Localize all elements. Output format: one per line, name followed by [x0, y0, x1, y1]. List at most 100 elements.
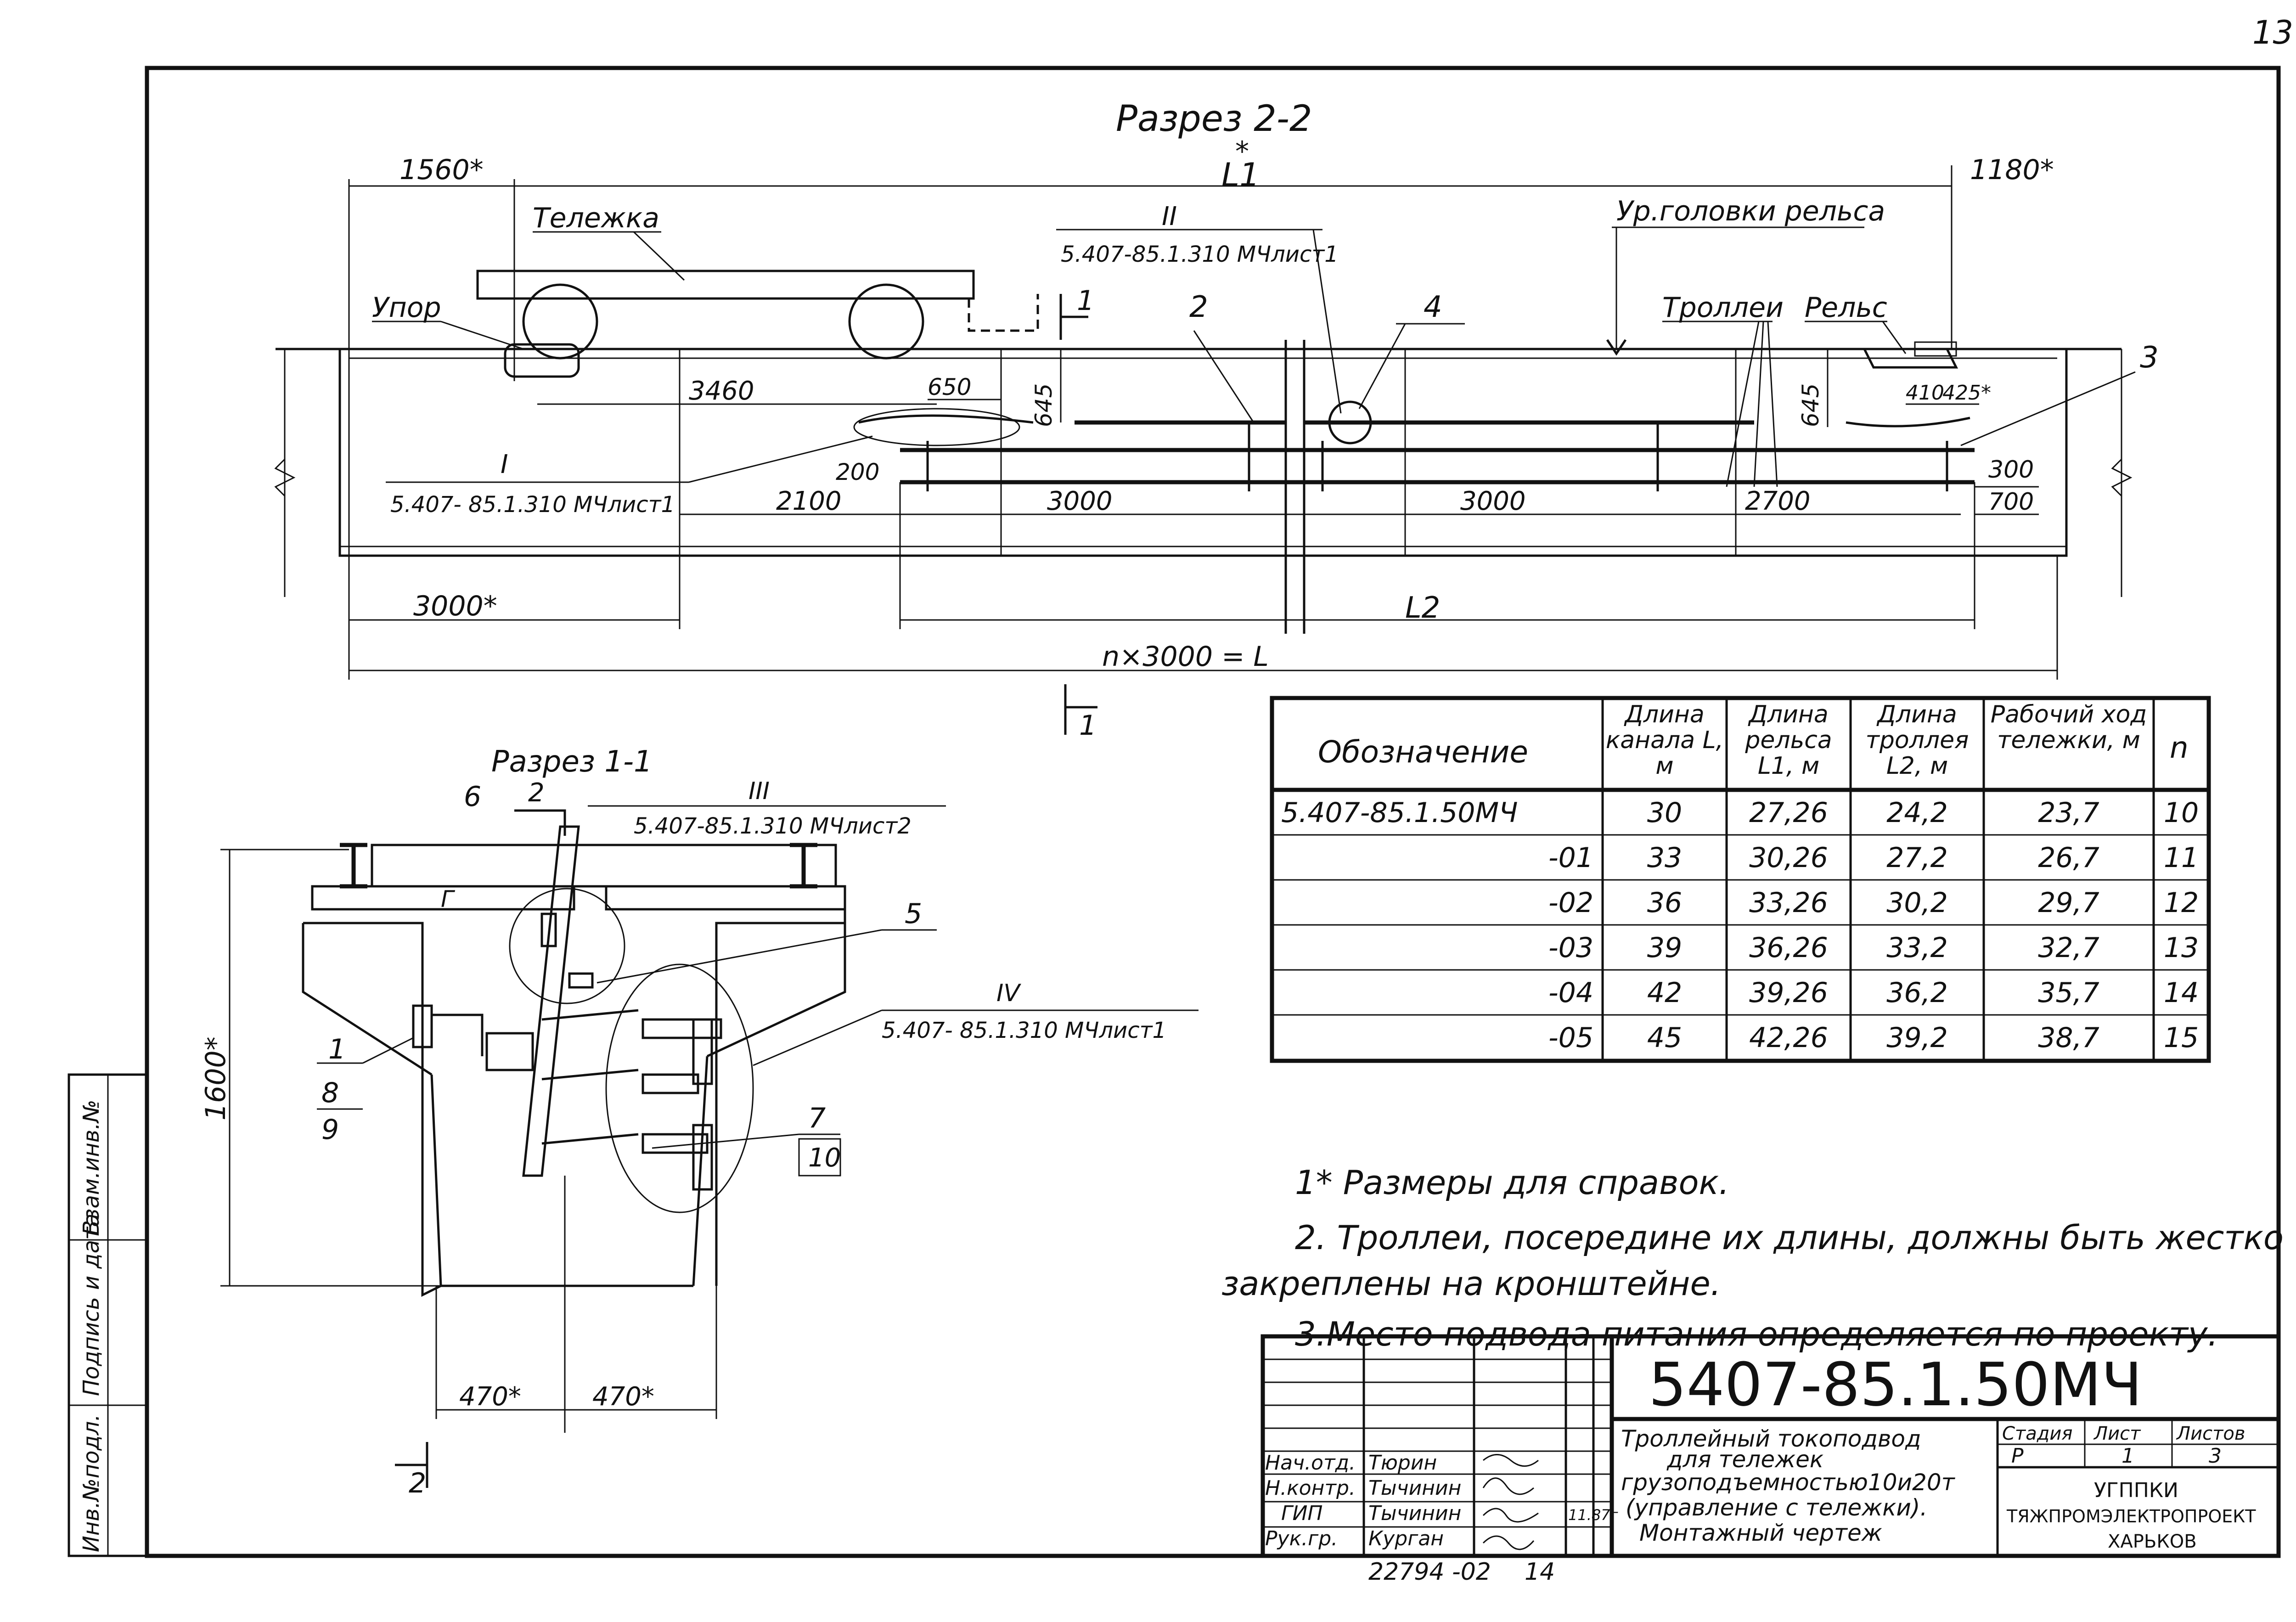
- table-cell-r2-c1: 36: [1647, 887, 1682, 919]
- role-group-lead: Рук.гр.: [1265, 1527, 1338, 1550]
- dim-3000-b: 3000: [1460, 486, 1526, 516]
- pos-5-label: 5: [905, 898, 922, 930]
- break-right: [2111, 458, 2133, 497]
- date-mark: 11.87г: [1568, 1506, 1618, 1524]
- trolley-wheel-left: [522, 283, 598, 360]
- title-block: 5407-85.1.50МЧ Троллейный токоподвод для…: [1261, 1334, 2281, 1586]
- note-2-continued: закреплены на кронштейне.: [1221, 1264, 1721, 1303]
- note-3: 3.Место подвода питания определяется по …: [1295, 1315, 2218, 1353]
- table-cell-r5-c5: 15: [2164, 1022, 2199, 1054]
- label-stop: Упор: [372, 292, 441, 324]
- dim-l2: L2: [1405, 591, 1440, 625]
- title-line-5: Монтажный чертеж: [1639, 1520, 1882, 1546]
- current-collector-mast: [522, 825, 580, 1177]
- name-head-dept: Тюрин: [1368, 1451, 1437, 1475]
- table-cell-r5-c1: 45: [1647, 1022, 1682, 1054]
- label-trolley: Тележка: [533, 202, 659, 234]
- dim-1180: 1180*: [1970, 154, 2054, 186]
- table-cell-r2-c3: 30,2: [1886, 887, 1948, 919]
- table-cell-r4-c2: 39,26: [1749, 977, 1828, 1009]
- title-line-2: для тележек: [1666, 1446, 1823, 1473]
- dim-1560: 1560*: [400, 154, 484, 186]
- i-beam-left: [340, 843, 367, 889]
- table-cell-r1-c4: 26,7: [2038, 842, 2099, 874]
- pos-7-label: 7: [808, 1102, 826, 1134]
- table-cell-r2-c5: 12: [2164, 887, 2199, 919]
- note-2: 2. Троллеи, посередине их длины, должны …: [1295, 1218, 2284, 1257]
- title-line-1: Троллейный токоподвод: [1621, 1425, 1921, 1452]
- channel-walls: [430, 1056, 709, 1286]
- stage-value: Р: [2011, 1444, 2024, 1468]
- table-cell-r4-c5: 14: [2164, 977, 2199, 1009]
- th-channel-length: Длина канала L, м: [1605, 702, 1724, 780]
- section-2-title: Разрез 2-2: [1116, 98, 1312, 140]
- dim-645-left: 645: [1030, 383, 1057, 427]
- dim-1600: 1600*: [200, 1036, 232, 1121]
- page-number: 13: [2252, 14, 2293, 51]
- dim-470-left: 470*: [459, 1382, 521, 1412]
- cut-mark-1-bottom-label: 1: [1079, 710, 1097, 742]
- ref-ii-doc: 5.407-85.1.310 МЧлист1: [1061, 242, 1339, 267]
- table-cell-r2-c0: -02: [1548, 887, 1593, 919]
- table-cell-r3-c5: 13: [2164, 932, 2199, 964]
- org-line-2: ТЯЖПРОМЭЛЕКТРОПРОЕКТ: [2006, 1506, 2256, 1526]
- ref-iv-num: IV: [996, 980, 1021, 1007]
- name-norm-control: Тычинин: [1368, 1476, 1461, 1500]
- stamp-inv-no: Инв.№подл.: [79, 1414, 104, 1552]
- break-left: [274, 458, 296, 497]
- pos-3-label: 3: [2140, 341, 2159, 375]
- th-working-stroke: Рабочий ход тележки, м: [1990, 702, 2147, 754]
- dim-l1-label: L1: [1221, 156, 1260, 194]
- title-line-4: (управление с тележки).: [1626, 1494, 1927, 1521]
- stage-label: Стадия: [2002, 1423, 2072, 1444]
- dim-2700: 2700: [1745, 486, 1811, 516]
- name-group-lead: Курган: [1368, 1527, 1444, 1550]
- ref-i-num: I: [501, 450, 508, 479]
- title-line-3: грузоподъемностью10и20т: [1621, 1469, 1956, 1496]
- role-head-dept: Нач.отд.: [1265, 1451, 1356, 1475]
- dim-3000-a: 3000: [1047, 486, 1113, 516]
- ref-iii-doc: 5.407-85.1.310 МЧлист2: [634, 813, 912, 839]
- dim-410: 410: [1906, 381, 1944, 405]
- pos-9-label: 9: [321, 1114, 339, 1146]
- th-rail-length: Длина рельса L1, м: [1745, 702, 1832, 780]
- cut-mark-2-bottom: [395, 1442, 428, 1488]
- cut-mark-1-bottom: [1064, 684, 1097, 735]
- pos-6-label: 6: [464, 781, 481, 813]
- deck-slab: [371, 844, 837, 888]
- dim-l1-star: *: [1235, 135, 1249, 168]
- archive-number: 22794 -02: [1368, 1558, 1491, 1586]
- pos-8-label: 8: [321, 1077, 339, 1109]
- label-rail: Рельс: [1805, 292, 1887, 324]
- pos-1-label: 1: [328, 1033, 346, 1065]
- sheet-value: 1: [2122, 1444, 2134, 1468]
- cut-mark-1-top: [1059, 294, 1088, 340]
- channel-body: [338, 348, 2068, 557]
- th-n: n: [2170, 731, 2189, 765]
- table-cell-r3-c0: -03: [1548, 932, 1593, 964]
- trolley-cart: [476, 270, 975, 300]
- org-line-1: УГППКИ: [2094, 1479, 2178, 1502]
- table-cell-r1-c3: 27,2: [1886, 842, 1948, 874]
- doc-code: 5407-85.1.50МЧ: [1649, 1350, 2142, 1419]
- pos-10-label: 10: [808, 1143, 841, 1173]
- pos-4-label: 4: [1424, 290, 1442, 324]
- sheets-label: Листов: [2176, 1423, 2245, 1444]
- stamp-signature-date: Подпись и дата: [79, 1213, 104, 1396]
- dim-700: 700: [1988, 488, 2034, 516]
- table-cell-r5-c0: -05: [1548, 1022, 1593, 1054]
- table-cell-r4-c1: 42: [1647, 977, 1682, 1009]
- section-2-2: Разрез 2-2 L1 * 1560* 1180* Тележка: [274, 98, 2159, 742]
- rail-piece: [1862, 348, 1958, 369]
- dim-3000-star: 3000*: [413, 590, 497, 622]
- pos-2-label: 2: [1189, 290, 1208, 324]
- ref-iii-num: III: [748, 777, 770, 805]
- table-cell-r3-c2: 36,26: [1749, 932, 1828, 964]
- detail-i-ellipse: [853, 408, 1020, 446]
- table-cell-r3-c1: 39: [1647, 932, 1682, 964]
- dim-2100: 2100: [776, 486, 842, 516]
- label-g: Г: [441, 886, 456, 912]
- label-trolley-wires: Троллеи: [1662, 292, 1784, 324]
